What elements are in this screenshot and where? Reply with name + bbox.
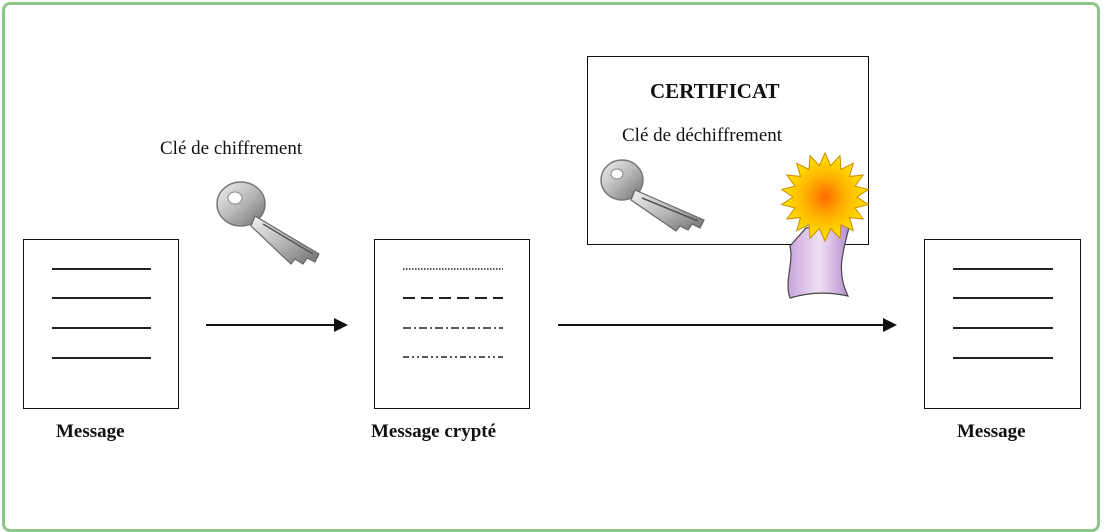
source-message-lines <box>52 268 151 359</box>
certificate-key-icon <box>600 159 705 232</box>
seal-icon <box>780 151 870 243</box>
certificate-title: CERTIFICAT <box>650 79 780 103</box>
encrypted-message-lines <box>403 268 503 358</box>
seal-ribbon-icon <box>787 221 851 299</box>
source-message-document <box>23 239 179 409</box>
key-icon <box>216 181 320 265</box>
destination-message-lines <box>953 268 1053 359</box>
encrypted-message-document <box>374 239 530 409</box>
encryption-key-label: Clé de chiffrement <box>160 138 303 159</box>
encrypted-message-label: Message crypté <box>371 421 497 442</box>
destination-message-label: Message <box>957 421 1026 442</box>
arrow-encrypt <box>206 318 348 332</box>
decryption-key-label: Clé de déchiffrement <box>622 125 783 146</box>
source-message-label: Message <box>56 421 125 442</box>
arrow-transmit <box>558 318 897 332</box>
destination-message-document <box>924 239 1081 409</box>
